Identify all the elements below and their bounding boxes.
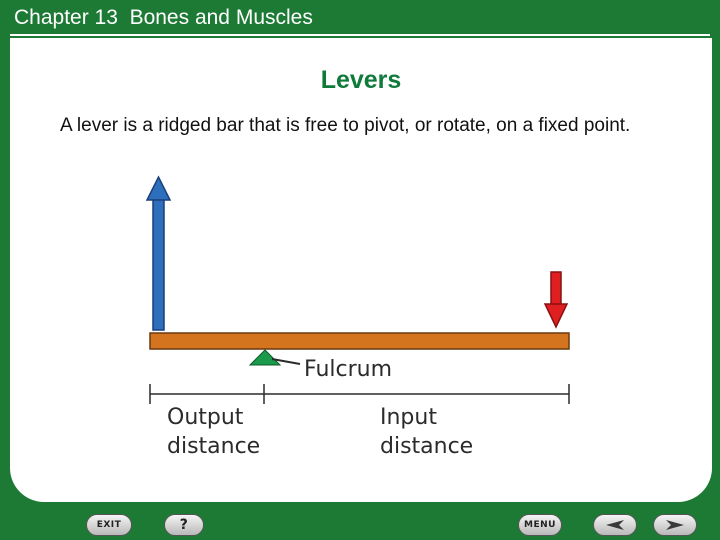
- output-force-arrow: [145, 175, 172, 331]
- distance-measure-line: [149, 384, 570, 404]
- output-distance-label-line1: Output: [167, 405, 244, 430]
- fulcrum-pointer-line: [271, 358, 301, 365]
- slide-title: Levers: [320, 66, 402, 94]
- header-divider: [10, 34, 710, 36]
- chapter-title: Chapter 13 Bones and Muscles: [14, 6, 313, 29]
- slide-header: Chapter 13 Bones and Muscles: [0, 0, 720, 38]
- fulcrum-triangle: [248, 349, 282, 366]
- lever-bar: [149, 332, 570, 350]
- help-button[interactable]: ?: [164, 514, 204, 536]
- lever-definition-text: A lever is a ridged bar that is free to …: [60, 115, 631, 136]
- navigation-footer: EXIT ? MENU: [0, 502, 720, 540]
- left-arrow-icon: [604, 519, 626, 531]
- input-force-arrow: [543, 271, 569, 329]
- right-arrow-icon: [664, 519, 686, 531]
- help-button-label: ?: [179, 517, 189, 533]
- input-distance-label-line1: Input: [380, 405, 437, 430]
- next-button[interactable]: [653, 514, 697, 536]
- previous-button[interactable]: [593, 514, 637, 536]
- menu-button-label: MENU: [524, 520, 556, 530]
- exit-button[interactable]: EXIT: [86, 514, 132, 536]
- menu-button[interactable]: MENU: [518, 514, 562, 536]
- fulcrum-label: Fulcrum: [304, 357, 392, 382]
- input-distance-label-line2: distance: [380, 434, 473, 459]
- slide-content-panel: Levers A lever is a ridged bar that is f…: [10, 38, 712, 502]
- exit-button-label: EXIT: [96, 520, 122, 530]
- output-distance-label-line2: distance: [167, 434, 260, 459]
